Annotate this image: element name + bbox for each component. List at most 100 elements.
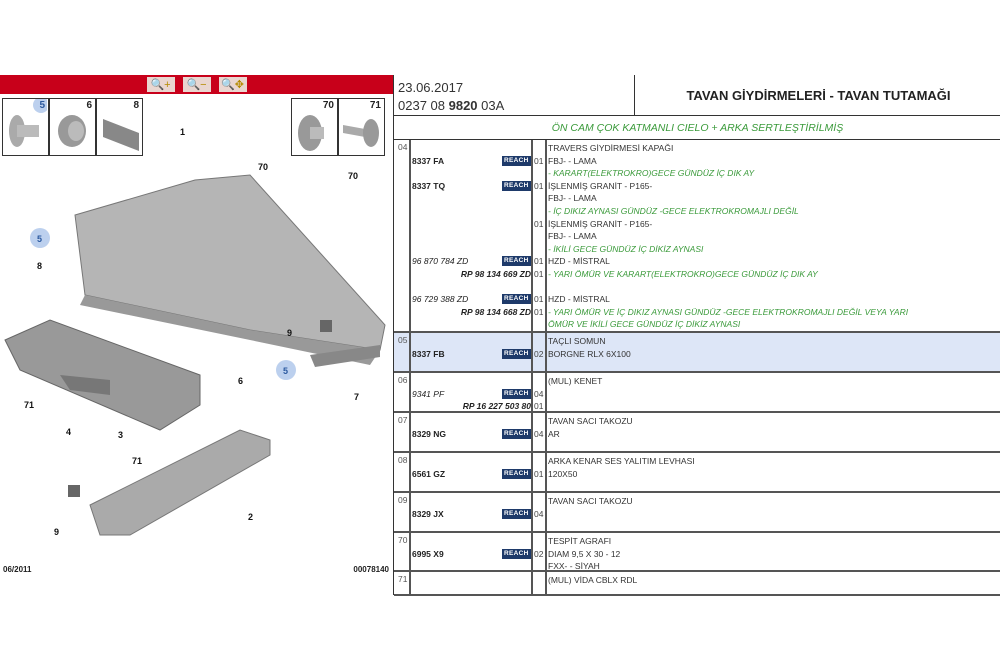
item-number: 09 (398, 495, 408, 505)
table-row[interactable]: 71 (MUL) VİDA CBLX RDL (394, 572, 1000, 596)
description: 120X50 (548, 468, 578, 479)
zoom-out-button[interactable]: 🔍− (182, 77, 211, 92)
callout: 9 (54, 527, 59, 537)
pan-icon: 🔍✥ (221, 79, 244, 91)
quantity: 01 (534, 180, 544, 191)
table-row[interactable]: 08 ARKA KENAR SES YALITIM LEVHASI 6561 GZ R… (394, 453, 1000, 493)
part-number[interactable]: 96 870 784 ZD (412, 256, 469, 267)
description: TRAVERS GİYDİRMESİ KAPAĞI (548, 143, 674, 153)
description: FBJ- - LAMA (548, 155, 597, 166)
description: TAÇLI SOMUN (548, 336, 606, 346)
thumb-part-5[interactable]: 5 (2, 97, 49, 156)
part-number[interactable]: 8337 TQ (412, 180, 446, 191)
thumb-part-71[interactable]: 71 (338, 98, 385, 156)
description: HZD - MİSTRAL (548, 294, 610, 305)
variant-subtitle: ÖN CAM ÇOK KATMANLI CIELO + ARKA SERTLEŞ… (394, 117, 1000, 140)
quantity: 01 (534, 306, 544, 317)
reach-badge: REACH (502, 508, 531, 519)
item-number: 08 (398, 455, 408, 465)
quantity: 02 (534, 348, 544, 359)
description: İŞLENMİŞ GRANİT - P165- (548, 180, 653, 191)
description: ARKA KENAR SES YALITIM LEVHASI (548, 456, 695, 466)
replacement-part-number[interactable]: RP 98 134 668 ZD (460, 306, 531, 317)
callout: 9 (287, 328, 292, 338)
callout: 5 (283, 366, 288, 376)
description: İŞLENMİŞ GRANİT - P165- (548, 218, 653, 229)
part-number[interactable]: 8329 JX (412, 508, 444, 519)
condition-note: ÖMÜR VE İKİLİ GECE GÜNDÜZ İÇ DİKİZ AYNAS… (548, 319, 741, 330)
part-number[interactable]: 8337 FB (412, 348, 445, 359)
zoom-in-icon: 🔍+ (150, 79, 171, 91)
part-number[interactable]: 6995 X9 (412, 548, 444, 559)
reach-badge: REACH (502, 294, 531, 305)
thumb-part-8[interactable]: 8 (96, 98, 143, 156)
description: FBJ- - LAMA (548, 231, 597, 242)
quantity: 02 (534, 548, 544, 559)
callout: 71 (24, 400, 34, 410)
description: HZD - MİSTRAL (548, 256, 610, 267)
quantity: 01 (534, 468, 544, 479)
exploded-diagram: 1 70 70 5 8 9 5 6 7 71 4 3 71 2 9 (4, 127, 386, 537)
callout: 7 (354, 392, 359, 402)
part-number[interactable]: 9341 PF (412, 388, 445, 399)
description: DIAM 9,5 X 30 - 12 (548, 548, 621, 559)
condition-note: - İÇ DIKIZ AYNASI GÜNDÜZ -GECE ELEKTROKR… (548, 206, 799, 216)
diagram-toolbar: 🔍+ 🔍− 🔍✥ (0, 75, 393, 94)
description: TAVAN SACI TAKOZU (548, 416, 633, 426)
zoom-in-button[interactable]: 🔍+ (146, 77, 175, 92)
diagram-panel: 🔍+ 🔍− 🔍✥ 5 6 8 70 71 1 70 70 5 8 9 5 6 7… (0, 75, 393, 595)
reach-badge: REACH (502, 388, 531, 399)
pan-button[interactable]: 🔍✥ (218, 77, 247, 92)
page-title: TAVAN GİYDİRMELERİ - TAVAN TUTAMAĞI (634, 75, 1000, 115)
condition-note: - İKİLİ GECE GÜNDÜZ İÇ DİKİZ AYNASI (548, 243, 704, 254)
description: TESPİT AGRAFI (548, 536, 612, 546)
callout: 1 (180, 127, 185, 137)
replacement-part-number[interactable]: RP 98 134 669 ZD (460, 269, 531, 279)
callout: 3 (118, 430, 123, 440)
reach-badge: REACH (502, 180, 531, 191)
part-number[interactable]: 8337 FA (412, 155, 445, 166)
part-number[interactable]: 96 729 388 ZD (412, 294, 469, 305)
item-number: 07 (398, 415, 408, 425)
callout: 8 (37, 261, 42, 271)
description: FBJ- - LAMA (548, 193, 597, 204)
description: (MUL) VİDA CBLX RDL (548, 575, 638, 585)
description: FXX- - SİYAH (548, 561, 600, 572)
callout: 70 (348, 171, 358, 181)
part-number[interactable]: 8329 NG (412, 428, 447, 439)
item-number: 71 (398, 574, 408, 584)
diagram-number: 00078140 (353, 565, 389, 574)
description: TAVAN SACI TAKOZU (548, 496, 633, 506)
replacement-part-number[interactable]: RP 16 227 503 80 (462, 401, 531, 412)
quantity: 01 (534, 155, 544, 166)
diagram-date: 06/2011 (3, 565, 32, 574)
reach-badge: REACH (502, 348, 531, 359)
thumb-part-70[interactable]: 70 (291, 98, 338, 156)
quantity: 04 (534, 388, 544, 399)
callout: 6 (238, 376, 243, 386)
reach-badge: REACH (502, 468, 531, 479)
reach-badge: REACH (502, 256, 531, 267)
condition-note: - YARI ÖMÜR VE KARART(ELEKTROKRO)GECE GÜ… (548, 269, 818, 279)
parts-panel: 23.06.2017 0237 08 9820 03A TAVAN GİYDİR… (393, 75, 1000, 596)
thumb-part-6[interactable]: 6 (49, 98, 96, 156)
item-number: 06 (398, 375, 408, 385)
reach-badge: REACH (502, 548, 531, 559)
callout: 4 (66, 427, 71, 437)
quantity: 01 (534, 269, 544, 279)
callout: 70 (258, 162, 268, 172)
condition-note: - YARI ÖMÜR VE İÇ DIKIZ AYNASI GÜNDÜZ -G… (548, 306, 909, 317)
item-number: 70 (398, 535, 408, 545)
description: AR (548, 428, 560, 439)
zoom-out-icon: 🔍− (186, 79, 207, 91)
quantity: 04 (534, 428, 544, 439)
callout: 2 (248, 512, 253, 522)
part-number[interactable]: 6561 GZ (412, 468, 446, 479)
description: BORGNE RLX 6X100 (548, 348, 631, 359)
